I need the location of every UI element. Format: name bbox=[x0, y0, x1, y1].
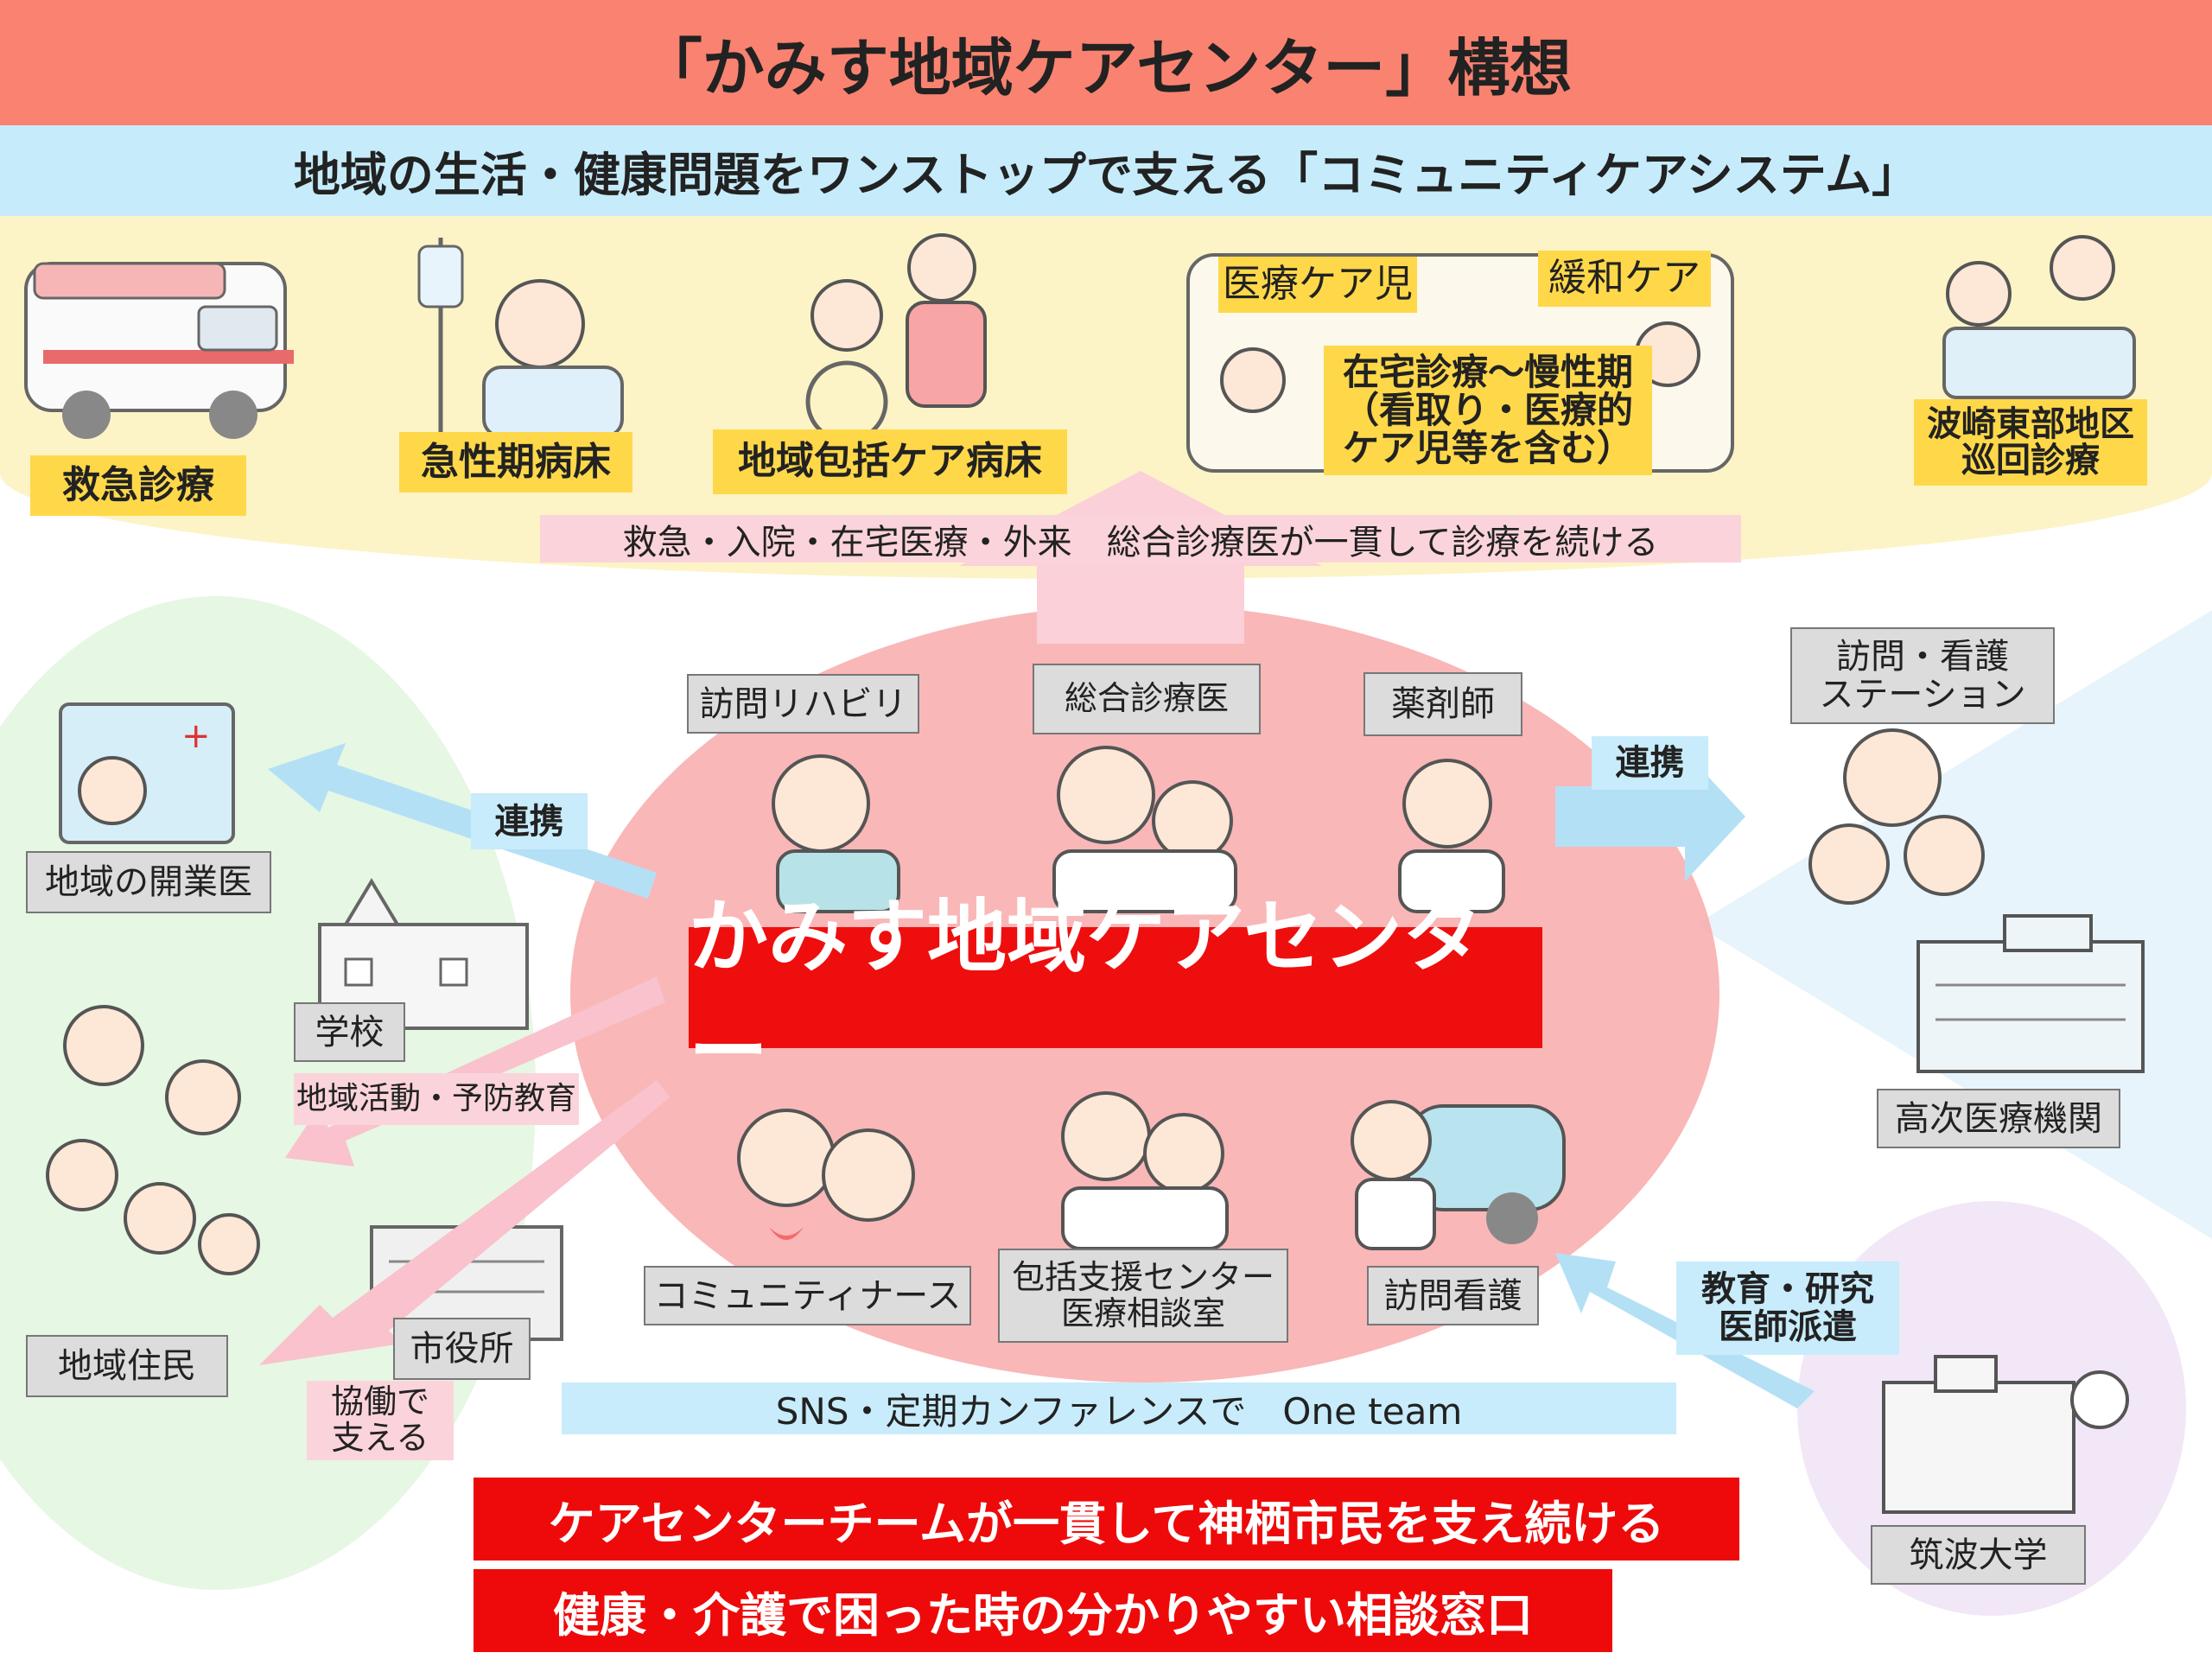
sns-oneteam-band: SNS・定期カンファレンスで One team bbox=[562, 1382, 1676, 1434]
left-renkei-label: 連携 bbox=[471, 793, 588, 849]
role-pharmacist: 薬剤師 bbox=[1363, 672, 1522, 736]
label-visit-nurse-station: 訪問・看護 ステーション bbox=[1790, 627, 2055, 724]
label-local-clinics: 地域の開業医 bbox=[26, 851, 271, 913]
label-emergency: 救急診療 bbox=[30, 455, 246, 516]
patient-bed-illustration bbox=[417, 238, 624, 438]
label-city-hall: 市役所 bbox=[393, 1318, 531, 1380]
bottom-message-continuity: ケアセンターチームが一貫して神栖市民を支え続ける bbox=[474, 1478, 1739, 1560]
patrol-clinic-illustration bbox=[1942, 235, 2136, 399]
label-education-research: 教育・研究 医師派遣 bbox=[1676, 1262, 1899, 1355]
label-advanced-hospital: 高次医療機関 bbox=[1877, 1089, 2120, 1148]
role-community-nurse: コミュニティナース bbox=[644, 1266, 971, 1325]
care-center-title: かみす地域ケアセンター bbox=[689, 891, 1542, 1098]
svg-text:+: + bbox=[181, 716, 211, 756]
bottom-message-consultation: 健康・介護で困った時の分かりやすい相談窓口 bbox=[474, 1569, 1612, 1652]
hospital-illustration bbox=[1916, 914, 2145, 1073]
label-home-care: 在宅診療〜慢性期 （看取り・医療的 ケア児等を含む） bbox=[1324, 346, 1652, 475]
role-support-center: 包括支援センター 医療相談室 bbox=[998, 1249, 1288, 1343]
label-cooperation: 協働で 支える bbox=[307, 1381, 454, 1460]
ambulance-illustration bbox=[24, 262, 294, 439]
clinic-illustration: + bbox=[59, 702, 235, 844]
subtitle-banner: 地域の生活・健康問題をワンストップで支える「コミュニティケアシステム」 bbox=[0, 125, 2212, 216]
label-hasaki-patrol: 波崎東部地区 巡回診療 bbox=[1914, 399, 2147, 486]
main-title: 「かみす地域ケアセンター」構想 bbox=[0, 0, 2212, 125]
label-tsukuba-university: 筑波大学 bbox=[1871, 1525, 2086, 1585]
residents-illustration bbox=[46, 1005, 260, 1275]
label-community-activity: 地域活動・予防教育 bbox=[294, 1073, 579, 1125]
left-renkei-arrow bbox=[268, 743, 657, 899]
role-visit-rehab: 訪問リハビリ bbox=[687, 674, 919, 734]
rehab-staff-illustration bbox=[772, 754, 900, 913]
gp-doctors-illustration bbox=[1052, 746, 1237, 913]
label-residents: 地域住民 bbox=[26, 1335, 228, 1397]
label-medical-care-child: 医療ケア児 bbox=[1218, 257, 1417, 313]
pharmacist-illustration bbox=[1398, 759, 1505, 913]
top-continuity-band: 救急・入院・在宅医療・外来 総合診療医が一貫して診療を続ける bbox=[540, 515, 1741, 563]
label-school: 学校 bbox=[294, 1002, 405, 1062]
visit-nurse-car-illustration bbox=[1351, 1100, 1566, 1250]
wheelchair-care-illustration bbox=[805, 233, 987, 443]
label-acute-ward: 急性期病床 bbox=[399, 432, 632, 493]
role-visit-nursing: 訪問看護 bbox=[1367, 1266, 1539, 1325]
residents-cooperation-arrow bbox=[259, 1080, 670, 1365]
right-renkei-label: 連携 bbox=[1592, 736, 1708, 790]
label-palliative-care: 緩和ケア bbox=[1538, 251, 1711, 307]
visit-nurse-station-illustration bbox=[1808, 728, 1985, 905]
community-nurse-illustration bbox=[737, 1109, 915, 1240]
label-community-ward: 地域包括ケア病床 bbox=[713, 429, 1067, 494]
university-illustration bbox=[1882, 1355, 2129, 1514]
role-general-physician: 総合診療医 bbox=[1033, 664, 1261, 734]
